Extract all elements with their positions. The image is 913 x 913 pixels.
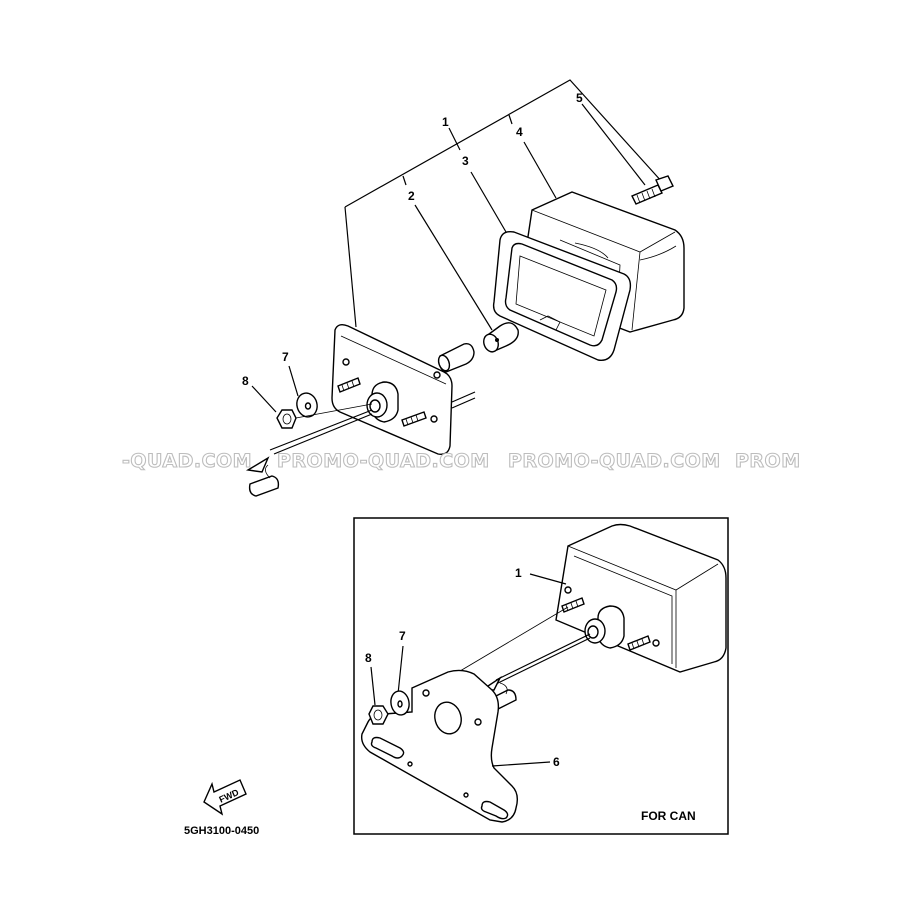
leader-4	[523, 141, 557, 199]
inset-for-can: 1 6 7 8 FOR CAN	[353, 517, 729, 835]
leader-7	[288, 365, 299, 397]
inset-frame	[353, 517, 729, 835]
stud-right	[401, 411, 427, 427]
part-8-nut	[251, 385, 297, 429]
callout-bracket-1	[344, 79, 664, 328]
wire-harness-upper	[245, 403, 373, 497]
part-3-gasket	[492, 230, 632, 361]
leader-1	[529, 573, 567, 585]
guide-line	[495, 637, 591, 685]
callout-3: 3	[462, 154, 469, 168]
leader-7	[397, 645, 404, 695]
callout-7: 7	[399, 629, 406, 643]
watermark-text: PROMO-QUAD.COM	[277, 450, 490, 472]
part-5-screw	[631, 175, 674, 205]
inset-label: FOR CAN	[641, 809, 696, 823]
part-2-bulb	[483, 322, 519, 353]
callout-8: 8	[242, 374, 249, 388]
callout-1: 1	[515, 566, 522, 580]
watermark-band: -QUAD.COM PROMO-QUAD.COM PROMO-QUAD.COM …	[121, 449, 801, 472]
stud-right	[627, 635, 651, 651]
callout-8: 8	[365, 651, 372, 665]
part-1-tail-light-assembly	[555, 523, 727, 673]
part-8-nut	[368, 666, 389, 725]
watermark-text: PROM	[735, 450, 801, 472]
watermark-text: -QUAD.COM	[122, 450, 252, 472]
part-6-license-bracket	[360, 669, 519, 823]
leader-8	[251, 385, 277, 413]
part-1-base-plate	[331, 323, 476, 456]
leader-8	[370, 666, 376, 706]
guide-line	[495, 633, 591, 681]
callout-5: 5	[576, 91, 583, 105]
callout-7: 7	[282, 350, 289, 364]
leader-6	[491, 761, 551, 767]
fwd-arrow-icon: FWD	[203, 779, 247, 816]
drawing-code: 5GH3100-0450	[184, 825, 259, 837]
callout-2: 2	[408, 189, 415, 203]
watermark-text: PROMO-QUAD.COM	[508, 450, 721, 472]
upper-assembly: 1 2 3 4 5 7 8	[242, 79, 685, 497]
part-7-washer	[288, 365, 318, 418]
callout-6: 6	[553, 755, 560, 769]
stud-left	[337, 377, 361, 393]
leader-5	[581, 103, 646, 186]
callout-1: 1	[442, 115, 449, 129]
leader-2	[414, 204, 493, 331]
leader-3	[470, 171, 507, 233]
part-7-washer	[390, 645, 410, 716]
callout-4: 4	[516, 125, 523, 139]
